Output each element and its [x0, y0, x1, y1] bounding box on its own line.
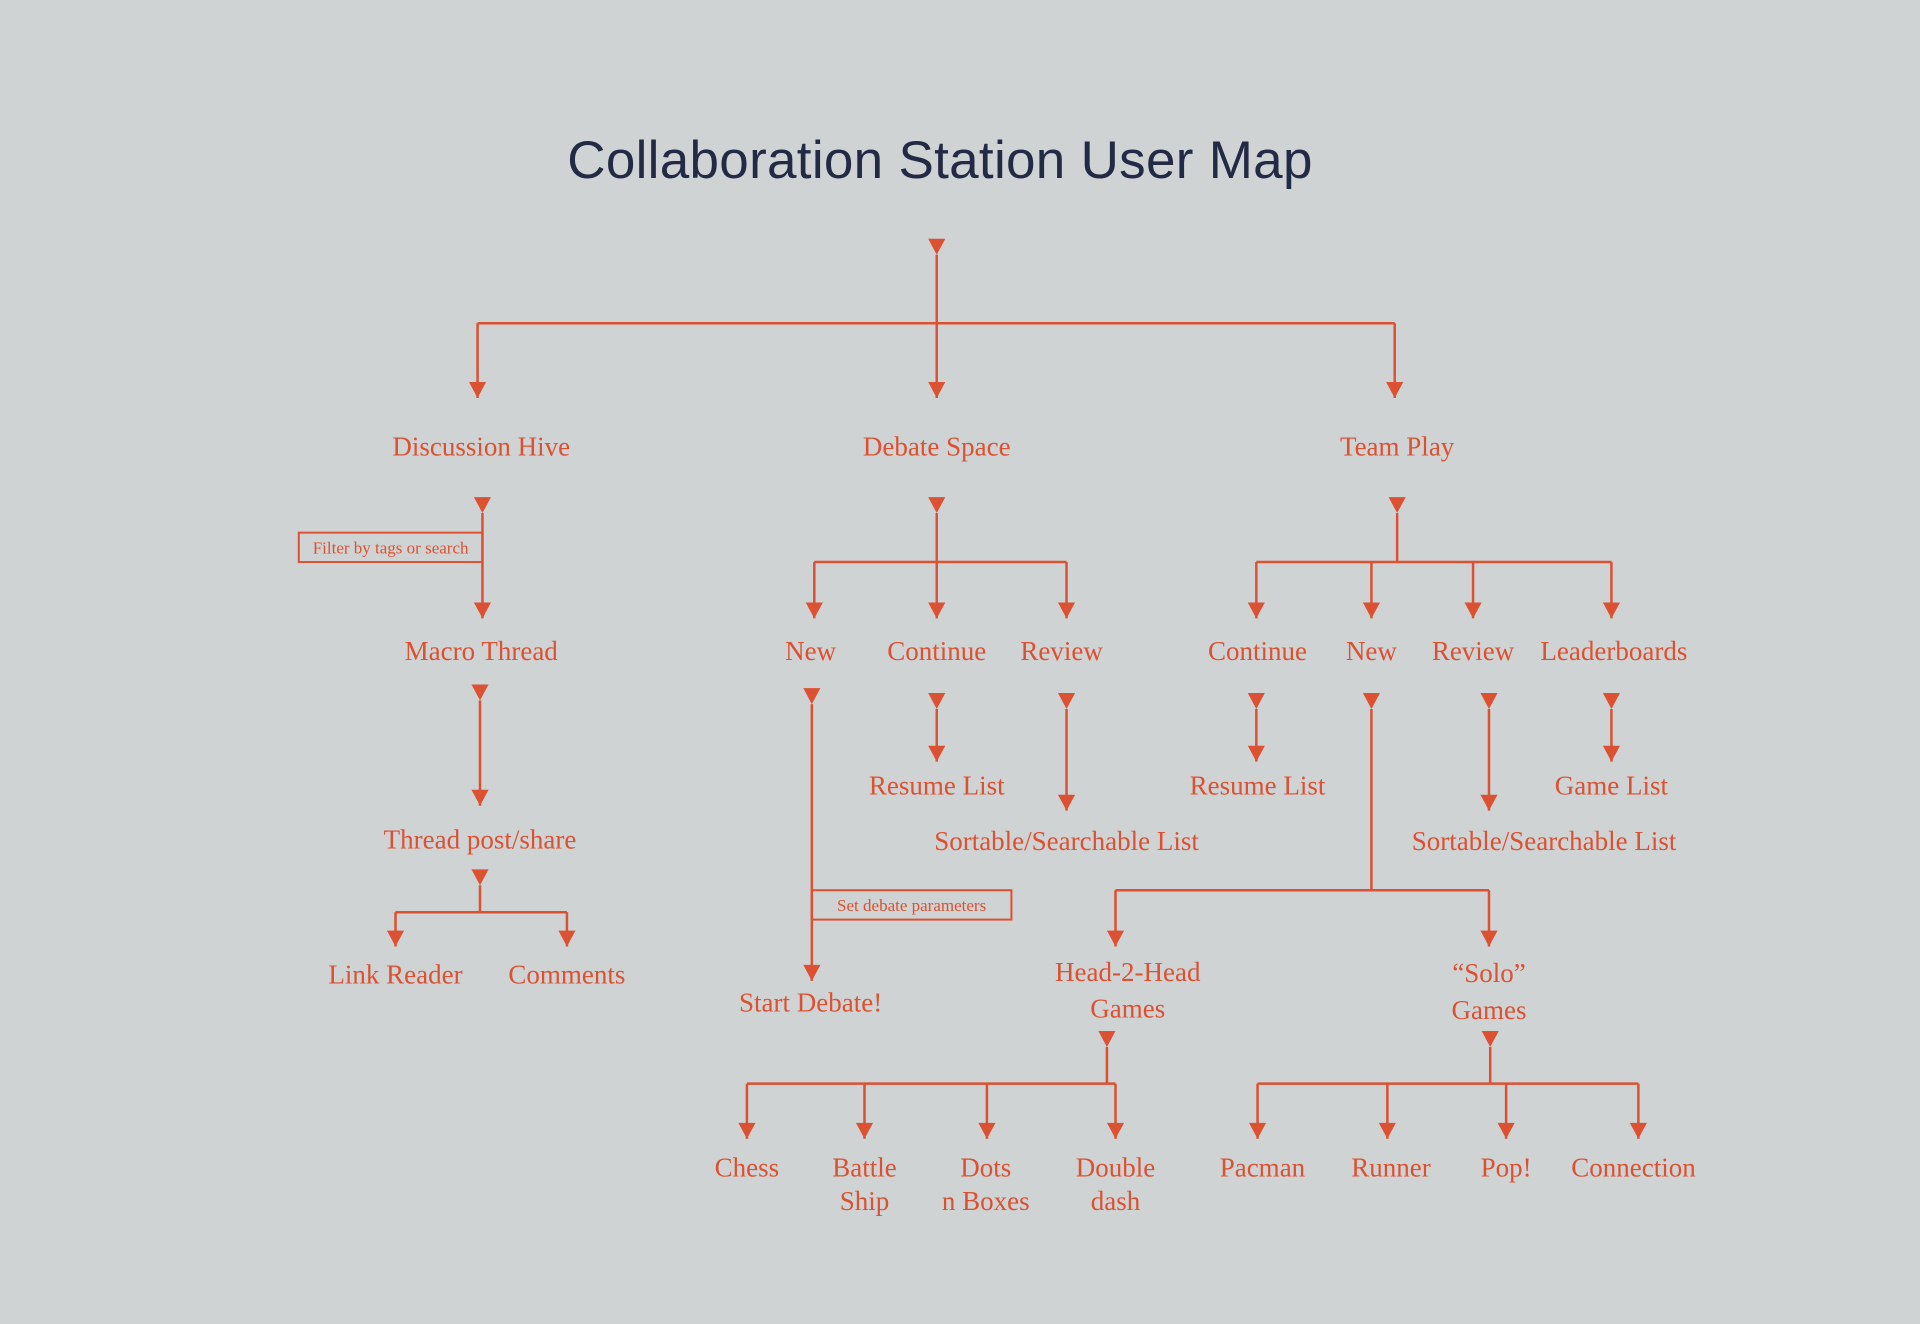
node-discussion-hive: Discussion Hive: [392, 432, 570, 462]
node-comments: Comments: [508, 959, 625, 989]
node-debate-sortable-list: Sortable/Searchable List: [934, 826, 1199, 856]
arrow-down-icon: [803, 964, 821, 981]
arrow-down-icon: [471, 684, 489, 701]
node-team-review: Review: [1432, 636, 1515, 666]
arrow-down-icon: [928, 497, 946, 514]
arrow-down-icon: [1464, 602, 1482, 619]
page-title: Collaboration Station User Map: [567, 131, 1313, 190]
node-pacman: Pacman: [1220, 1153, 1306, 1183]
arrow-down-icon: [471, 869, 489, 886]
arrow-down-icon: [473, 497, 492, 514]
arrow-down-icon: [1247, 745, 1265, 762]
arrow-down-icon: [558, 930, 576, 947]
arrow-down-icon: [738, 1122, 756, 1139]
node-team-sortable-list: Sortable/Searchable List: [1412, 826, 1677, 856]
arrow-down-icon: [471, 789, 489, 806]
arrow-down-icon: [1247, 602, 1265, 619]
node-debate-new: New: [785, 636, 836, 666]
arrow-down-icon: [1106, 930, 1125, 947]
node-leaderboards: Leaderboards: [1540, 636, 1687, 666]
arrow-down-icon: [473, 602, 492, 619]
arrow-down-icon: [1480, 930, 1498, 947]
node-solo-games: “Solo”Games: [1451, 958, 1526, 1025]
node-runner: Runner: [1351, 1153, 1430, 1183]
arrow-down-icon: [1480, 693, 1498, 709]
node-start-debate: Start Debate!: [739, 987, 882, 1017]
arrow-down-icon: [1057, 794, 1076, 811]
arrow-down-icon: [928, 602, 946, 619]
arrow-down-icon: [1362, 602, 1380, 619]
note-box: [297, 531, 484, 564]
arrow-down-icon: [468, 382, 487, 398]
node-pop: Pop!: [1481, 1153, 1532, 1183]
node-game-list: Game List: [1555, 771, 1669, 801]
arrow-down-icon: [1248, 1122, 1267, 1139]
node-debate-continue: Continue: [887, 636, 986, 666]
node-debate-review: Review: [1020, 636, 1103, 666]
arrow-down-icon: [928, 382, 946, 398]
arrow-down-icon: [855, 1122, 874, 1139]
node-team-resume-list: Resume List: [1190, 771, 1326, 801]
arrow-down-icon: [805, 602, 823, 619]
node-thread-post-share: Thread post/share: [384, 825, 577, 855]
arrow-down-icon: [1481, 1031, 1499, 1047]
arrow-down-icon: [1602, 602, 1620, 619]
arrow-down-icon: [1057, 602, 1076, 619]
node-debate-space: Debate Space: [863, 432, 1011, 462]
node-team-play: Team Play: [1340, 432, 1455, 462]
arrow-down-icon: [1629, 1122, 1647, 1139]
arrow-down-icon: [1098, 1031, 1116, 1047]
arrow-down-icon: [928, 745, 946, 762]
arrow-down-icon: [1602, 693, 1620, 709]
arrow-down-icon: [928, 693, 946, 709]
node-team-continue: Continue: [1208, 636, 1307, 666]
arrow-down-icon: [1247, 693, 1265, 709]
arrow-down-icon: [1497, 1122, 1515, 1139]
arrow-down-icon: [803, 688, 821, 705]
node-macro-thread: Macro Thread: [405, 636, 559, 666]
arrow-down-icon: [386, 930, 405, 947]
arrow-down-icon: [1378, 1122, 1396, 1139]
arrow-down-icon: [1106, 1122, 1125, 1139]
node-link-reader: Link Reader: [328, 959, 462, 989]
arrow-down-icon: [1388, 497, 1406, 514]
note-box: [810, 889, 1013, 921]
node-team-new: New: [1346, 636, 1397, 666]
arrow-down-icon: [928, 238, 946, 255]
note-debate-params-note: Set debate parameters: [837, 896, 986, 915]
node-debate-resume-list: Resume List: [869, 771, 1005, 801]
arrow-down-icon: [1386, 382, 1404, 398]
arrow-down-icon: [1057, 693, 1076, 709]
arrow-down-icon: [1480, 794, 1498, 811]
arrow-down-icon: [978, 1122, 996, 1139]
note-filter-note: Filter by tags or search: [313, 538, 469, 557]
node-connection: Connection: [1571, 1153, 1696, 1183]
arrow-down-icon: [1602, 745, 1620, 762]
arrow-down-icon: [1362, 693, 1380, 709]
node-chess: Chess: [715, 1153, 780, 1183]
